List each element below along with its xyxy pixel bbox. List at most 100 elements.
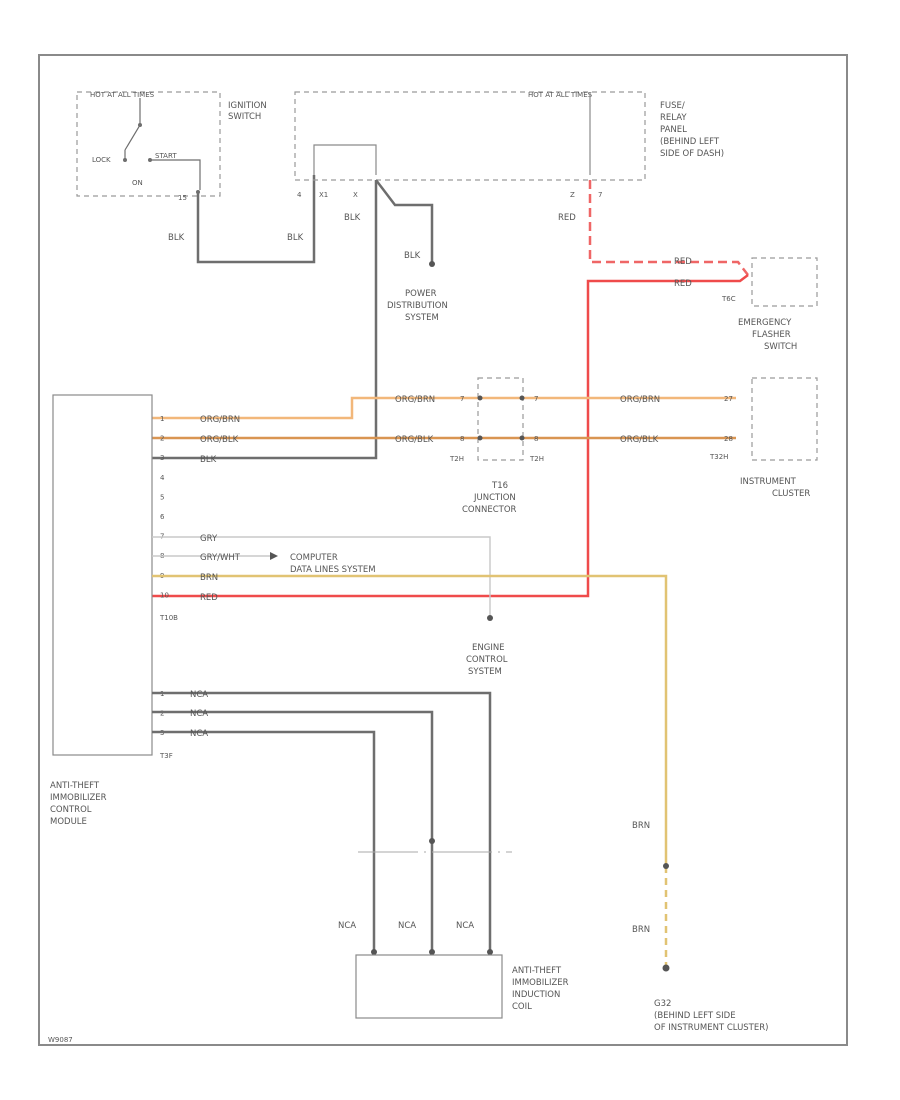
junction-name-3: CONNECTOR	[462, 505, 517, 515]
ground-name-1: G32	[654, 999, 671, 1009]
computer-data-arrow	[270, 552, 278, 560]
coil-name-4: COIL	[512, 1002, 532, 1012]
fuse-relay-panel: HOT AT ALL TIMES FUSE/ RELAY PANEL (BEHI…	[294, 91, 724, 199]
wire-label-blk: BLK	[200, 455, 217, 465]
wire-label-org-blk: ORG/BLK	[200, 435, 239, 445]
module-name-1: ANTI-THEFT	[50, 781, 100, 791]
ground-splice-dot	[663, 863, 669, 869]
wire-label-brn: BRN	[200, 573, 218, 583]
fuse-panel-name-3: PANEL	[660, 125, 687, 135]
ignition-name-1: IGNITION	[228, 101, 267, 111]
junction-pin-label: 8	[460, 435, 464, 443]
wire-label-red: RED	[674, 279, 692, 289]
fuse-pin-label: X1	[319, 191, 328, 199]
module-pin-label: 10	[160, 591, 169, 599]
wire-label-org-brn: ORG/BRN	[620, 395, 660, 405]
induction-coil: ANTI-THEFT IMMOBILIZER INDUCTION COIL	[355, 954, 569, 1019]
power-distribution-name-3: SYSTEM	[405, 313, 439, 323]
coil-shield-splice-dot	[429, 838, 435, 844]
module-pin-label: 2	[160, 710, 164, 718]
ignition-start-label: START	[155, 152, 177, 160]
cluster-box	[751, 377, 818, 461]
engine-control-name-3: SYSTEM	[468, 667, 502, 677]
fuse-panel-name-5: SIDE OF DASH)	[660, 149, 724, 159]
junction-pin-label: 7	[460, 395, 464, 403]
module-box	[52, 394, 153, 756]
cluster-name-1: INSTRUMENT	[740, 477, 797, 487]
module-pin-label: 4	[160, 474, 165, 482]
wire-label-nca: NCA	[190, 729, 208, 739]
wire-blk-power-distribution	[375, 179, 434, 262]
junction-pin-dot	[519, 435, 525, 441]
wire-label-gry-wht: GRY/WHT	[200, 553, 241, 563]
junction-pin-dot	[519, 395, 525, 401]
junction-conn-label: T2H	[449, 455, 464, 463]
diagram-frame	[38, 54, 848, 1046]
wire-label-nca: NCA	[456, 921, 474, 931]
fuse-pin-label: 4	[297, 191, 302, 199]
wire-brn	[152, 574, 668, 866]
fuse-pin-label: X	[353, 191, 358, 199]
ignition-pin-label: 15	[178, 194, 187, 202]
fuse-pin-label: 7	[598, 191, 602, 199]
coil-name-3: INDUCTION	[512, 990, 560, 1000]
wire-label-red: RED	[674, 257, 692, 267]
cluster-pin-label: 27	[724, 395, 733, 403]
junction-name-2: JUNCTION	[473, 493, 516, 503]
flasher-box	[751, 257, 818, 307]
computer-data-name-1: COMPUTER	[290, 553, 338, 563]
wire-nca-3	[152, 730, 376, 950]
module-name-2: IMMOBILIZER	[50, 793, 107, 803]
coil-pin-dot	[429, 949, 435, 955]
module-pin-label: 5	[160, 493, 164, 501]
cluster-pin-label: 28	[724, 435, 733, 443]
fuse-panel-internal	[313, 144, 377, 175]
coil-name-1: ANTI-THEFT	[512, 966, 562, 976]
frame-code: W9087	[48, 1036, 73, 1044]
coil-name-2: IMMOBILIZER	[512, 978, 569, 988]
ground-terminal-dot	[662, 964, 670, 972]
wire-blk-ignition	[196, 175, 316, 264]
wire-blk-module	[152, 180, 378, 460]
module-pin-label: 6	[160, 513, 165, 521]
engine-control-arrow-dot	[487, 615, 493, 621]
wire-label-org-blk: ORG/BLK	[395, 435, 434, 445]
wire-red-dashed	[588, 180, 749, 276]
computer-data-name-2: DATA LINES SYSTEM	[290, 565, 376, 575]
engine-control-name-2: CONTROL	[466, 655, 508, 665]
ignition-name-2: SWITCH	[228, 112, 261, 122]
module-pin-label: 3	[160, 454, 164, 462]
ignition-contacts	[124, 98, 201, 190]
flasher-name-3: SWITCH	[764, 342, 797, 352]
junction-pin-label: 7	[534, 395, 538, 403]
junction-connector: 7 8 7 8 T2H T2H T16 JUNCTION CONNECTOR	[449, 377, 544, 515]
wire-label-blk: BLK	[168, 233, 185, 243]
junction-name-1: T16	[491, 481, 508, 491]
wire-label-blk: BLK	[344, 213, 361, 223]
emergency-flasher-switch: T6C EMERGENCY FLASHER SWITCH	[721, 257, 818, 352]
wire-label-brn: BRN	[632, 925, 650, 935]
fuse-panel-hot-label: HOT AT ALL TIMES	[528, 91, 593, 99]
ignition-switch-box	[76, 91, 221, 197]
junction-box	[477, 377, 524, 461]
fuse-pin-label: Z	[570, 191, 575, 199]
module-name-3: CONTROL	[50, 805, 92, 815]
engine-control-name-1: ENGINE	[472, 643, 505, 653]
ignition-switch: HOT AT ALL TIMES IGNITION SWITCH LOCK ST…	[76, 91, 267, 202]
wire-nca-1	[152, 691, 492, 950]
fuse-panel-name-4: (BEHIND LEFT	[660, 137, 720, 147]
ground-name-3: OF INSTRUMENT CLUSTER)	[654, 1023, 768, 1033]
fuse-panel-box	[294, 91, 646, 181]
module-pin-label: 1	[160, 415, 164, 423]
module-pin-label: 2	[160, 435, 164, 443]
wire-label-nca: NCA	[338, 921, 356, 931]
wire-red-module-flasher	[152, 274, 749, 598]
module-bottom-pins: 123	[160, 690, 164, 737]
flasher-name-1: EMERGENCY	[738, 318, 792, 328]
power-distribution-name-1: POWER	[405, 289, 437, 299]
ignition-lock-label: LOCK	[92, 156, 111, 164]
wire-label-org-brn: ORG/BRN	[200, 415, 240, 425]
